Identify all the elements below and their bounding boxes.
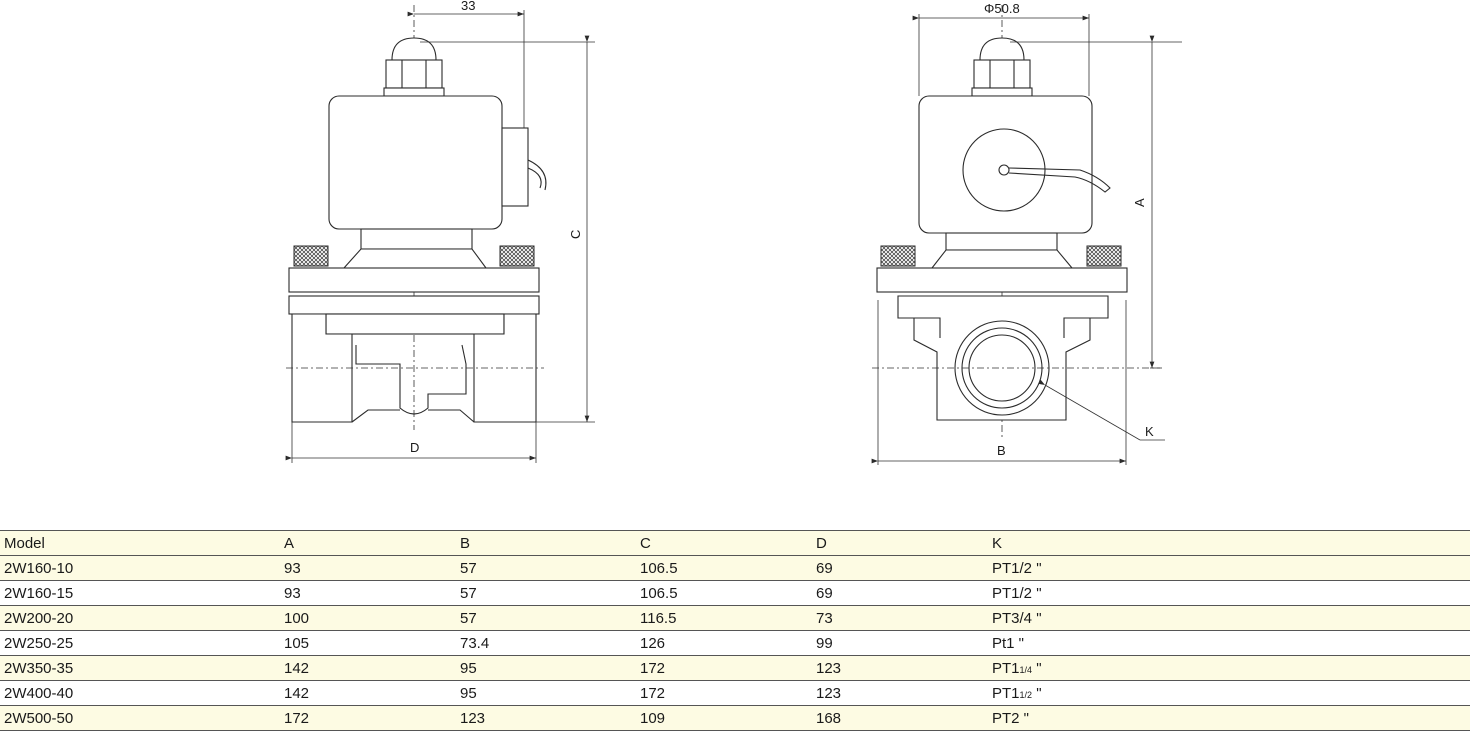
cell-a: 100 — [280, 605, 456, 631]
header-c: C — [636, 530, 812, 556]
header-k: K — [988, 530, 1470, 556]
cell-c: 116.5 — [636, 605, 812, 631]
cell-c: 109 — [636, 705, 812, 731]
cell-d: 69 — [812, 580, 988, 606]
cell-k: PT11/4 " — [988, 655, 1470, 681]
dim-d-label: D — [410, 440, 419, 455]
cell-b: 57 — [456, 580, 636, 606]
header-d: D — [812, 530, 988, 556]
cell-a: 105 — [280, 630, 456, 656]
cell-k: PT11/2 " — [988, 680, 1470, 706]
cell-model: 2W250-25 — [0, 630, 280, 656]
cell-b: 95 — [456, 655, 636, 681]
cell-c: 106.5 — [636, 580, 812, 606]
cell-b: 73.4 — [456, 630, 636, 656]
cell-c: 172 — [636, 655, 812, 681]
header-model: Model — [0, 530, 280, 556]
cell-b: 123 — [456, 705, 636, 731]
cell-d: 69 — [812, 555, 988, 581]
cell-a: 93 — [280, 555, 456, 581]
cell-k: PT2 " — [988, 705, 1470, 731]
dim-b-label: B — [997, 443, 1006, 458]
cell-a: 93 — [280, 580, 456, 606]
front-view: Φ50.8 A B K — [871, 1, 1182, 465]
cell-a: 142 — [280, 680, 456, 706]
cell-k: PT1/2 " — [988, 580, 1470, 606]
cell-a: 172 — [280, 705, 456, 731]
dim-c-label: C — [568, 230, 583, 239]
cell-c: 126 — [636, 630, 812, 656]
dim-a-label: A — [1132, 198, 1147, 207]
cell-a: 142 — [280, 655, 456, 681]
cell-k: PT1/2 " — [988, 555, 1470, 581]
cell-k: PT3/4 " — [988, 605, 1470, 631]
table-header-row: Model A B C D K — [0, 530, 1470, 556]
cell-k: Pt1 " — [988, 630, 1470, 656]
cell-model: 2W200-20 — [0, 605, 280, 631]
cell-b: 57 — [456, 555, 636, 581]
cell-model: 2W350-35 — [0, 655, 280, 681]
cell-model: 2W500-50 — [0, 705, 280, 731]
cell-d: 73 — [812, 605, 988, 631]
cell-d: 168 — [812, 705, 988, 731]
dim-phi-label: Φ50.8 — [984, 1, 1020, 16]
cell-b: 95 — [456, 680, 636, 706]
cell-c: 106.5 — [636, 555, 812, 581]
dim-k-label: K — [1145, 424, 1154, 439]
cell-b: 57 — [456, 605, 636, 631]
header-b: B — [456, 530, 636, 556]
cell-d: 99 — [812, 630, 988, 656]
dim-33-label: 33 — [461, 0, 475, 13]
side-view: 33 C D — [285, 0, 595, 463]
cell-model: 2W160-15 — [0, 580, 280, 606]
cell-d: 123 — [812, 680, 988, 706]
valve-technical-drawing: 33 C D — [285, 0, 1182, 465]
cell-c: 172 — [636, 680, 812, 706]
cell-d: 123 — [812, 655, 988, 681]
cell-model: 2W400-40 — [0, 680, 280, 706]
header-a: A — [280, 530, 456, 556]
cell-model: 2W160-10 — [0, 555, 280, 581]
